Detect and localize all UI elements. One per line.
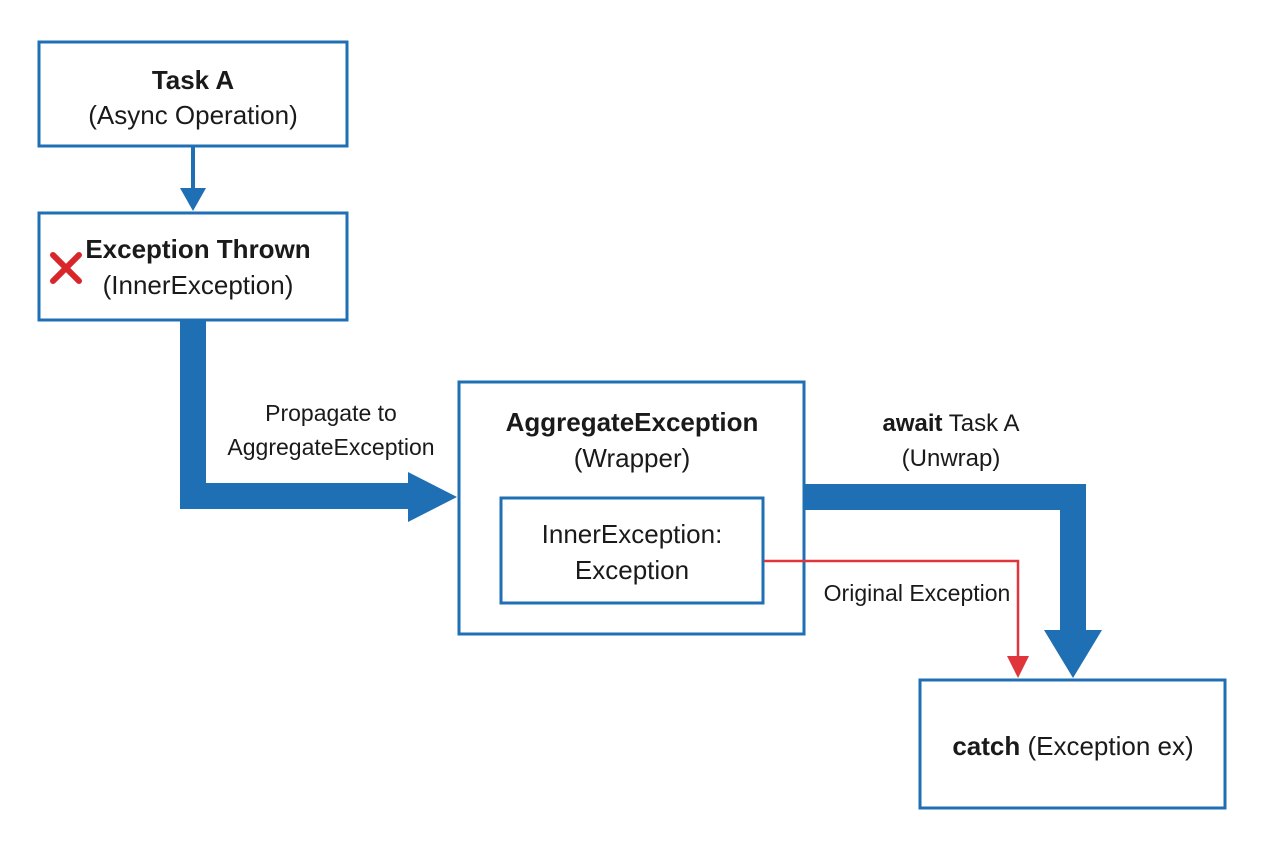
aggregate-exception-title: AggregateException [506,407,759,437]
original-exception-label: Original Exception [824,580,1011,606]
catch-box [918,678,1227,810]
catch-node: catch (Exception ex) [918,678,1227,810]
inner-exception-box [499,496,765,605]
aggregate-exception-node: AggregateException (Wrapper) InnerExcept… [457,380,806,636]
exception-thrown-node: Exception Thrown (InnerException) [37,211,349,322]
inner-exception-line1: InnerException: [542,519,723,549]
exception-thrown-subtitle: (InnerException) [103,270,294,300]
await-unwrap-arrow [805,484,1102,678]
catch-keyword: catch [952,731,1020,761]
exception-thrown-box [37,211,349,322]
aggregate-exception-subtitle: (Wrapper) [574,443,691,473]
catch-parameter: (Exception ex) [1020,731,1193,761]
exception-thrown-title: Exception Thrown [85,234,310,264]
await-label-line1: await Task A [883,410,1020,437]
red-x-icon [50,252,82,284]
propagate-arrow [180,320,457,522]
original-exception-arrow [764,559,1029,678]
propagate-label-line2: AggregateException [227,434,434,460]
inner-exception-line2: Exception [575,555,689,585]
await-target: Task A [943,410,1020,437]
propagate-label-line1: Propagate to [265,400,397,426]
task-a-node: Task A (Async Operation) [37,40,349,148]
task-a-to-exception-arrow [180,147,206,211]
await-keyword: await [883,410,943,437]
catch-label: catch (Exception ex) [952,731,1193,761]
await-label-line2: (Unwrap) [902,445,1001,472]
task-a-box [37,40,349,148]
task-a-subtitle: (Async Operation) [88,100,298,130]
task-a-title: Task A [152,65,235,95]
